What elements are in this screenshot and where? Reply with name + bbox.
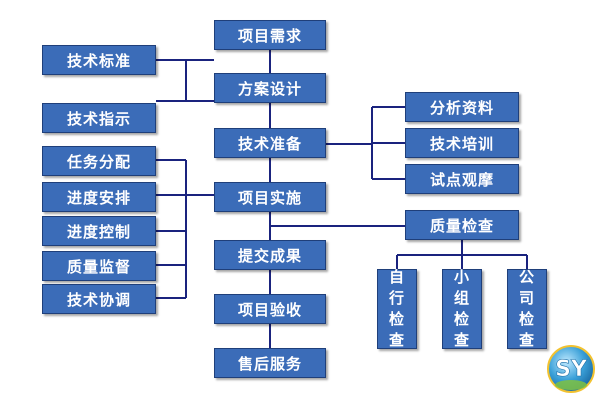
box-preparation: 技术准备 [214, 128, 326, 158]
box-tech-standard: 技术标准 [42, 45, 156, 75]
box-design: 方案设计 [214, 73, 326, 103]
box-company-check: 公司检查 [507, 268, 547, 349]
box-impl-item-5: 技术协调 [42, 284, 156, 314]
box-prep-item-1: 分析资料 [405, 92, 519, 122]
sy-logo-text: SY [555, 357, 588, 382]
box-impl-item-1: 任务分配 [42, 146, 156, 176]
box-impl-item-2: 进度安排 [42, 182, 156, 212]
box-submission: 提交成果 [214, 240, 326, 270]
sy-logo: SY [547, 345, 595, 393]
box-quality-check: 质量检查 [405, 210, 519, 240]
box-requirement: 项目需求 [214, 20, 326, 50]
box-acceptance: 项目验收 [214, 294, 326, 324]
box-implementation: 项目实施 [214, 182, 326, 212]
box-prep-item-2: 技术培训 [405, 128, 519, 158]
box-self-check: 自行检查 [377, 268, 417, 349]
box-group-check: 小组检查 [442, 268, 482, 349]
box-impl-item-4: 质量监督 [42, 251, 156, 281]
box-prep-item-3: 试点观摩 [405, 164, 519, 194]
box-impl-item-3: 进度控制 [42, 216, 156, 246]
box-tech-instruction: 技术指示 [42, 103, 156, 133]
box-after-sales: 售后服务 [214, 348, 326, 378]
